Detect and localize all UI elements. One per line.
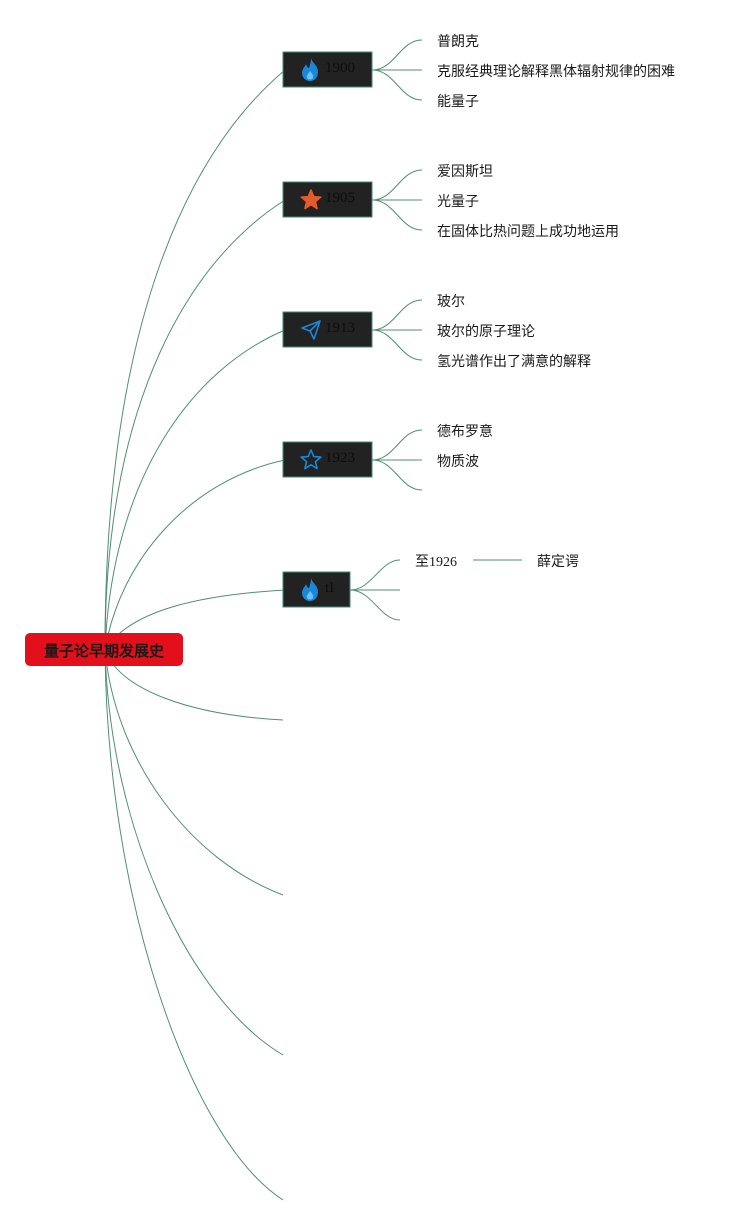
leaf-link — [371, 199, 423, 231]
branch-node-label: tI — [325, 580, 334, 596]
leaf-node[interactable]: 在固体比热问题上成功地运用 — [437, 224, 619, 240]
leaf-link — [371, 169, 423, 201]
branch-node-box — [282, 51, 373, 88]
root-link-empty-3 — [104, 649, 284, 1056]
leaf-link — [371, 329, 423, 361]
leaf-link — [349, 589, 401, 621]
leaf-node[interactable]: 物质波 — [437, 454, 479, 470]
leaf-node[interactable]: 普朗克 — [437, 34, 479, 50]
root-link-1900 — [104, 69, 286, 651]
leaf-node[interactable]: 爱因斯坦 — [437, 164, 493, 180]
branch-node-1923[interactable]: 1923 — [282, 441, 373, 478]
leaf-link — [371, 459, 423, 491]
branch-node-box — [282, 181, 373, 218]
branch-node-label: 1900 — [325, 60, 355, 76]
fire-icon — [302, 578, 318, 601]
leaf-link — [371, 39, 423, 71]
branch-node-box — [282, 441, 373, 478]
leaf-link — [371, 429, 423, 461]
star-filled-icon — [300, 189, 322, 210]
leaf-node[interactable]: 光量子 — [437, 194, 479, 210]
leaf-link — [349, 559, 401, 591]
root-node-label: 量子论早期发展史 — [44, 642, 165, 660]
star-outline-icon — [300, 449, 322, 470]
branch-node-1913[interactable]: 1913 — [282, 311, 373, 348]
root-link-1905 — [104, 199, 286, 651]
root-node[interactable]: 量子论早期发展史 — [25, 633, 183, 666]
fire-icon — [302, 58, 318, 81]
branch-node-label: 1913 — [325, 320, 355, 336]
branch-node-1900[interactable]: 1900 — [282, 51, 373, 88]
leaf-node[interactable]: 至1926 — [415, 555, 457, 570]
leaf-link — [371, 69, 423, 101]
leaf-nodes: 普朗克 克服经典理论解释黑体辐射规律的困难 能量子 爱因斯坦 光量子 在固体比热… — [415, 34, 675, 570]
branch-node-label: 1905 — [325, 190, 355, 206]
leaf-node[interactable]: 玻尔 — [437, 294, 465, 310]
branch-node-box — [282, 311, 373, 348]
branch-node-1905[interactable]: 1905 — [282, 181, 373, 218]
root-node-box — [25, 633, 183, 666]
leaf-node[interactable]: 克服经典理论解释黑体辐射规律的困难 — [437, 64, 675, 80]
sub-leaf-node[interactable]: 薛定谔 — [537, 554, 579, 570]
leaf-node[interactable]: 德布罗意 — [437, 423, 493, 440]
paper-plane-icon — [301, 320, 321, 340]
leaf-node[interactable]: 能量子 — [437, 94, 479, 110]
root-link-1923 — [104, 459, 286, 651]
root-link-empty-2 — [104, 649, 284, 896]
leaf-link — [371, 299, 423, 331]
leaf-links — [349, 39, 522, 621]
root-link-1913 — [104, 329, 286, 651]
root-link-empty-4 — [104, 649, 284, 1201]
leaf-node[interactable]: 玻尔的原子理论 — [437, 324, 535, 340]
branch-node-tI[interactable]: tI — [282, 571, 351, 608]
leaf-node[interactable]: 氢光谱作出了满意的解释 — [437, 353, 591, 370]
branch-node-label: 1923 — [325, 450, 355, 466]
